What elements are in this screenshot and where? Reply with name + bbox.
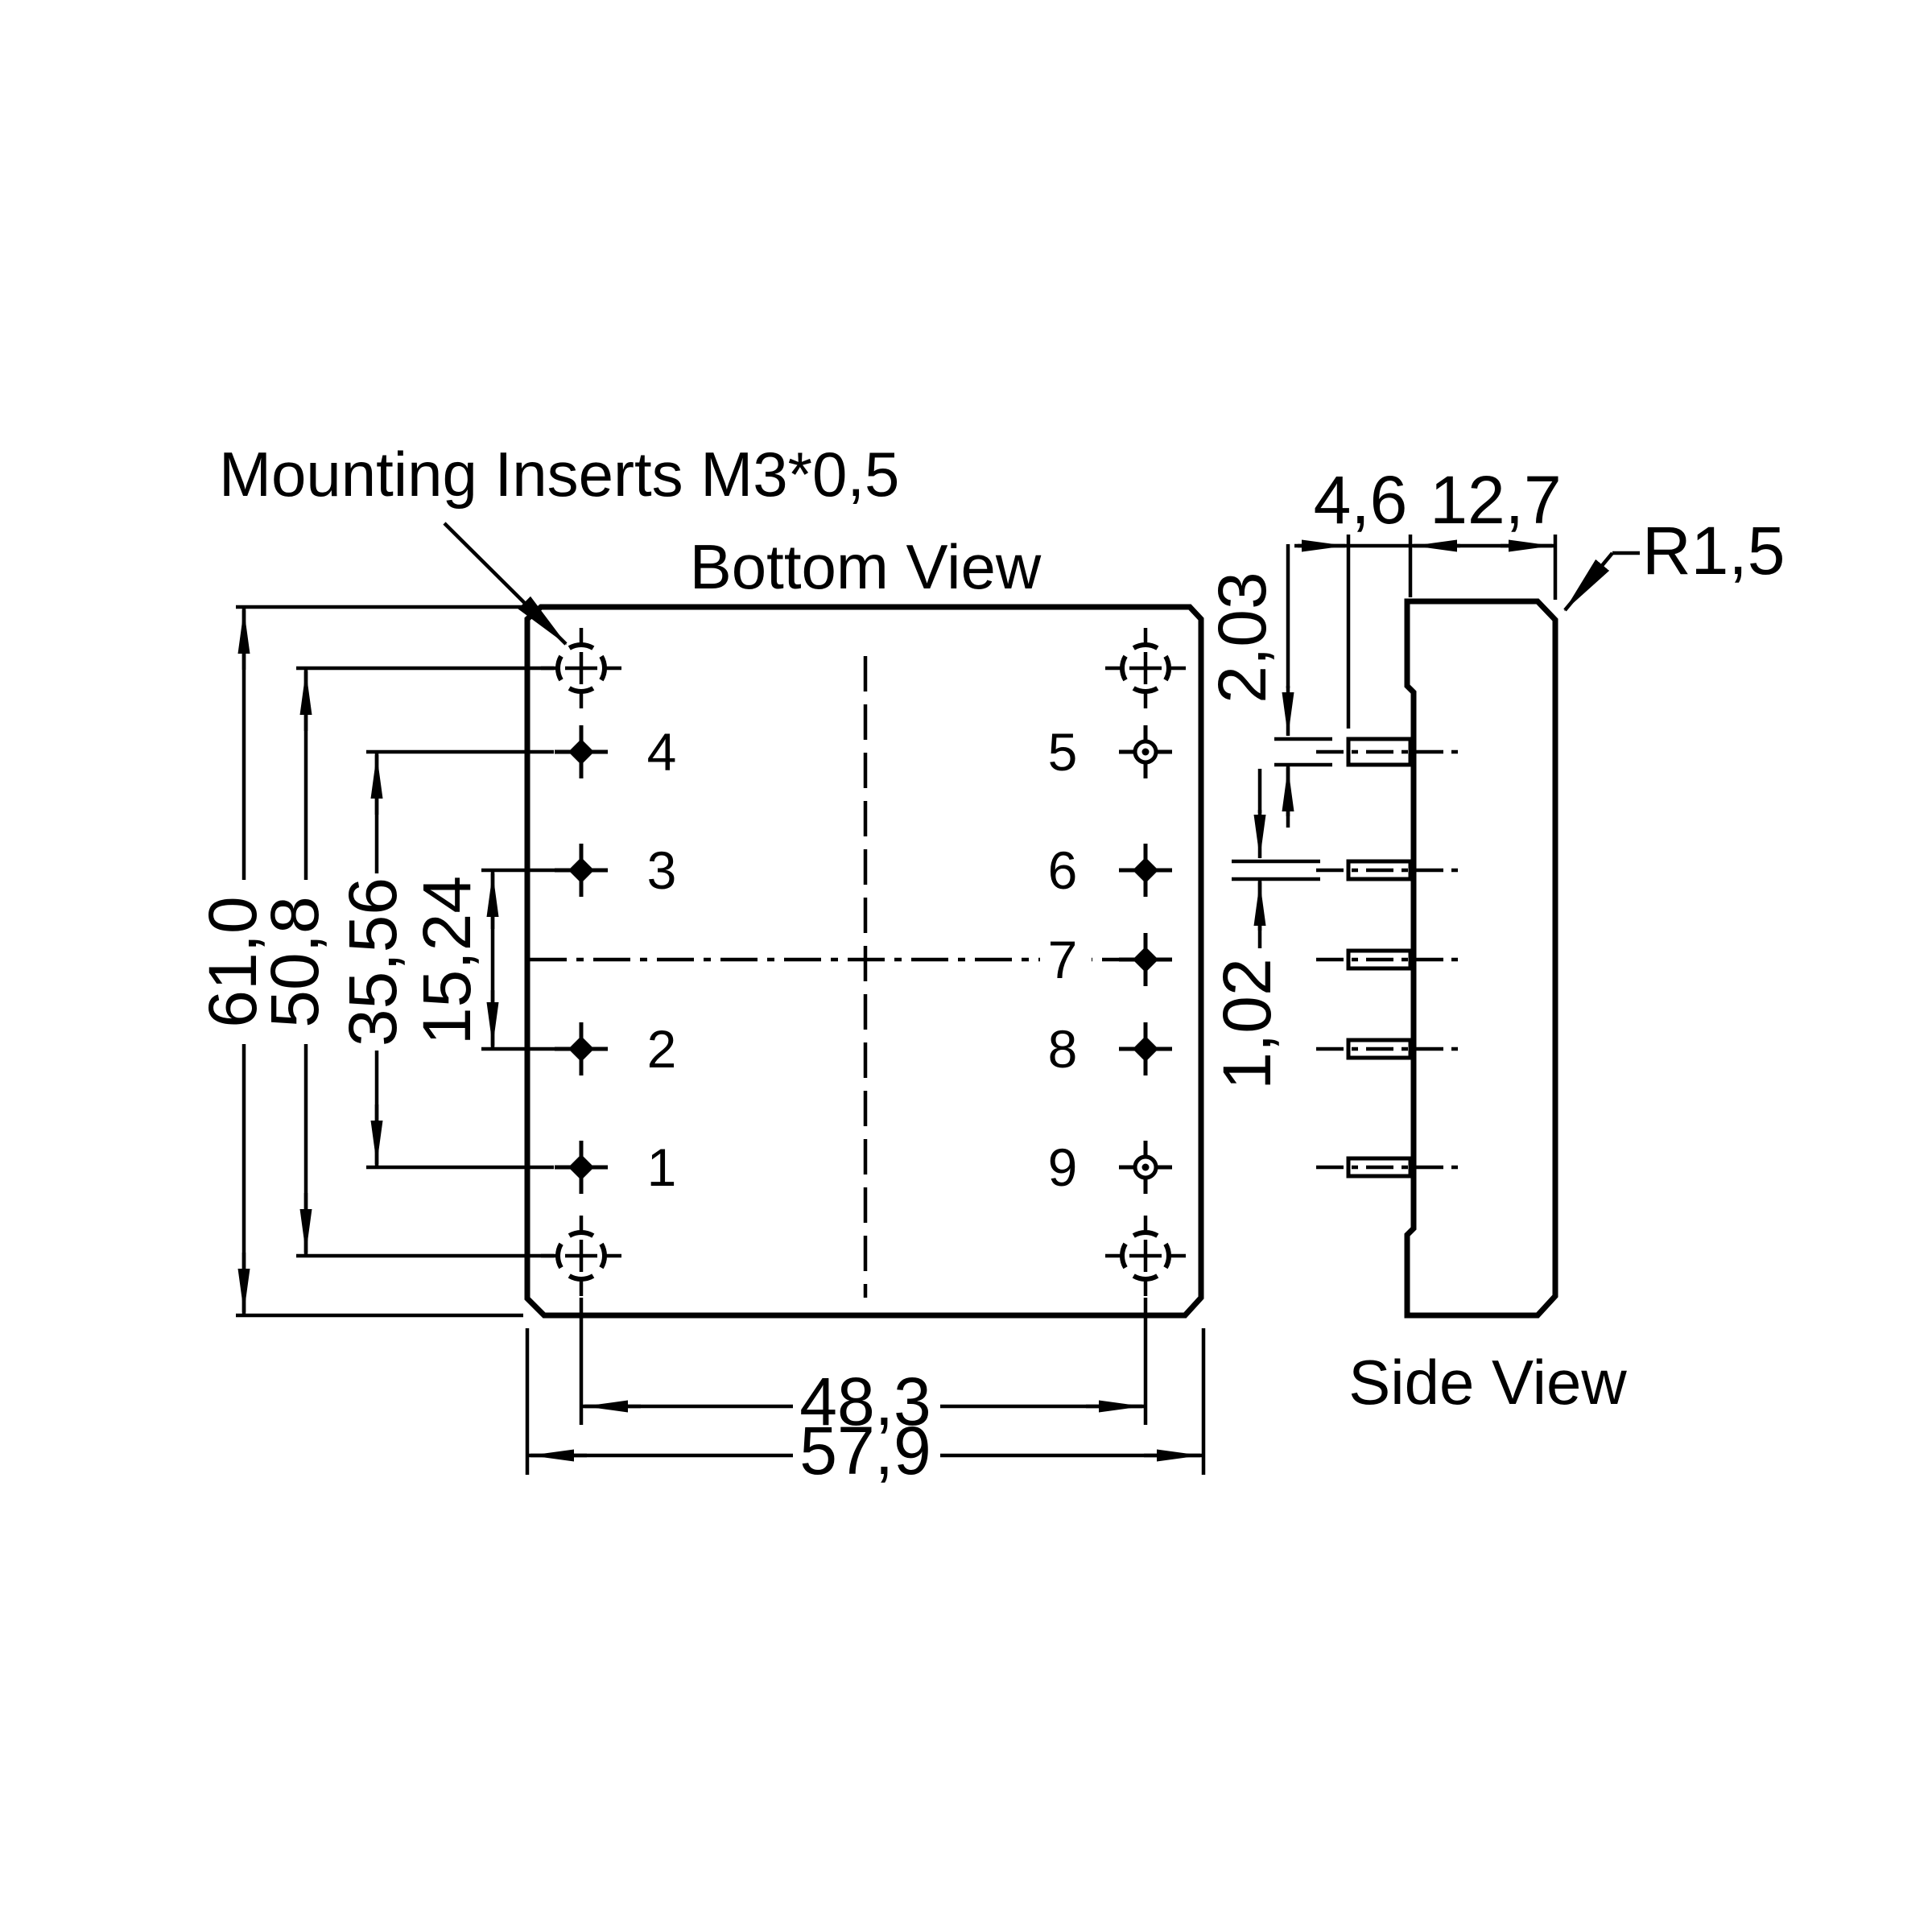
dim-pin-size-large: 2,03 <box>1204 544 1332 828</box>
side-view-case-outline <box>1404 598 1558 1319</box>
mounting-insert-bottom-left <box>541 1216 621 1296</box>
svg-text:15,24: 15,24 <box>409 876 485 1045</box>
bottom-view-title: Bottom View <box>690 531 1042 602</box>
side-pin-row1 <box>1346 737 1413 767</box>
svg-text:48,3: 48,3 <box>799 1364 931 1439</box>
dim-pin-row-span: 35,56 <box>335 749 554 1170</box>
dim-corner-radius: R1,5 <box>1563 513 1785 612</box>
mounting-insert-top-left <box>541 628 621 708</box>
pin-6-symbol <box>1119 844 1172 897</box>
side-view-title: Side View <box>1348 1347 1627 1418</box>
dim-overall-height: 61,0 <box>195 605 525 1318</box>
corner-radius-label: R1,5 <box>1642 513 1785 588</box>
pin-label-7: 7 <box>1048 930 1078 989</box>
dim-insert-spacing-horizontal: 48,3 <box>579 1298 1148 1439</box>
pin7-label-mask <box>1040 931 1092 989</box>
pin-label-8: 8 <box>1048 1019 1078 1079</box>
dim-overall-width: 57,9 <box>525 1328 1206 1488</box>
pin-label-4: 4 <box>647 722 677 782</box>
svg-text:4,6: 4,6 <box>1314 462 1408 538</box>
pin-label-9: 9 <box>1048 1137 1078 1197</box>
pin-label-2: 2 <box>647 1019 677 1079</box>
mounting-insert-top-right <box>1105 628 1186 708</box>
dim-pin-size-small: 1,02 <box>1209 769 1320 1090</box>
pin-5-symbol <box>1119 725 1172 778</box>
pin-label-6: 6 <box>1048 840 1078 900</box>
pin-1-symbol <box>555 1141 608 1194</box>
pin-4-symbol <box>555 725 608 778</box>
svg-text:61,0: 61,0 <box>195 896 270 1028</box>
dim-insert-spacing-vertical: 50,8 <box>257 666 554 1258</box>
bottom-view: 4 3 2 1 5 6 7 8 9 61,0 50,8 <box>195 604 1206 1488</box>
dim-pin-protrusion-and-depth: 4,6 12,7 <box>1294 462 1562 729</box>
svg-text:35,56: 35,56 <box>335 877 411 1046</box>
pin-7-symbol <box>1119 933 1172 986</box>
svg-text:1,02: 1,02 <box>1209 958 1285 1090</box>
mounting-inserts-note: Mounting Inserts M3*0,5 <box>219 439 899 510</box>
svg-text:57,9: 57,9 <box>799 1413 931 1488</box>
pin-2-symbol <box>555 1022 608 1075</box>
svg-text:2,03: 2,03 <box>1204 572 1280 704</box>
mounting-insert-bottom-right <box>1105 1216 1186 1296</box>
svg-text:12,7: 12,7 <box>1430 462 1562 538</box>
side-view: 4,6 12,7 2,03 1,02 R1,5 <box>1204 462 1785 1319</box>
pin-label-5: 5 <box>1048 722 1078 782</box>
svg-text:50,8: 50,8 <box>257 896 332 1028</box>
pin-8-symbol <box>1119 1022 1172 1075</box>
pin-label-3: 3 <box>647 840 677 900</box>
pin-3-symbol <box>555 844 608 897</box>
mounting-inserts-leader <box>443 522 568 646</box>
pin-9-symbol <box>1119 1141 1172 1194</box>
annotations: Mounting Inserts M3*0,5 Bottom View Side… <box>219 439 1627 1418</box>
pin-label-1: 1 <box>647 1137 677 1197</box>
dim-pin-row-pitch: 15,24 <box>409 868 555 1051</box>
